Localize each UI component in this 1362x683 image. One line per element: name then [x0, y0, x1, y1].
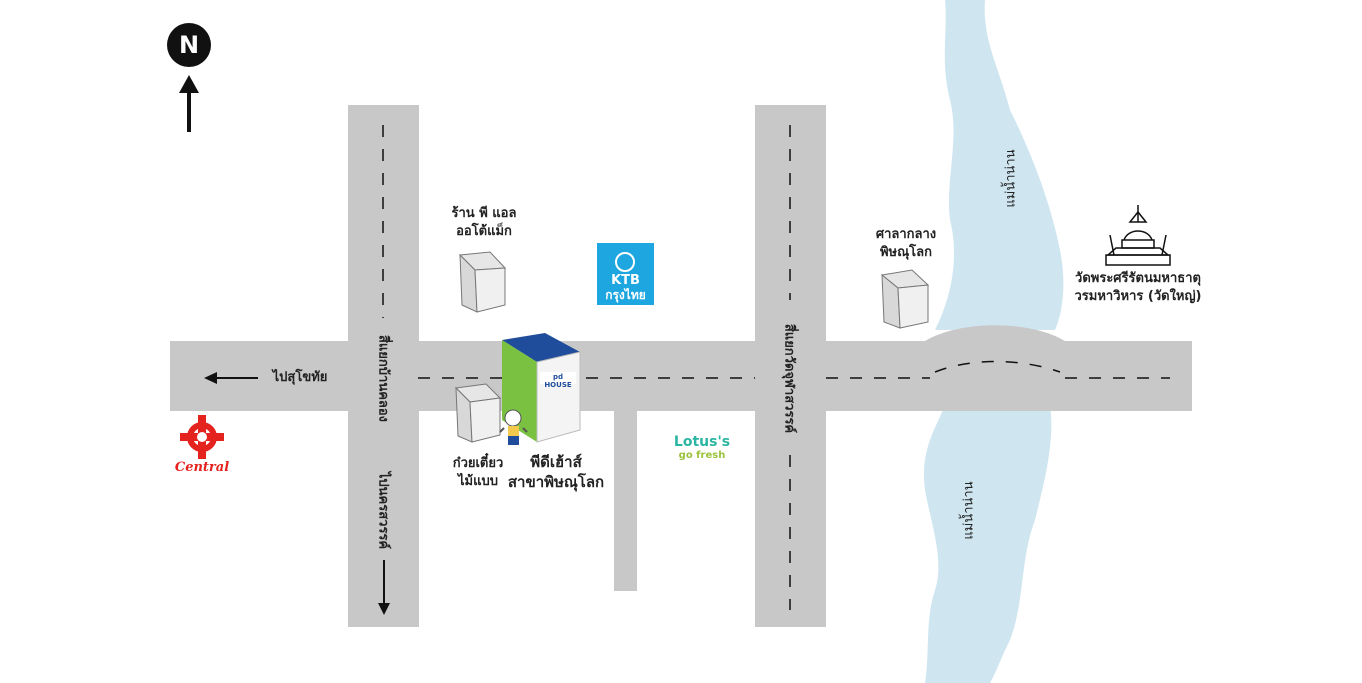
- city-hall-label: ศาลากลาง พิษณุโลก: [875, 227, 937, 260]
- down-arrow-icon: [378, 560, 390, 615]
- pdhouse-building: [502, 333, 581, 443]
- left-arrow-icon: [204, 372, 258, 384]
- pl-shop-label: ร้าน พี แอล ออโต้แม็ก: [451, 206, 517, 239]
- ktb-logo: [597, 243, 654, 305]
- ktb-logo-text: KTB กรุงไทย: [605, 273, 646, 302]
- left-road-label: สี่แยกบ้านคลอง: [375, 334, 391, 423]
- building-icon: [454, 383, 502, 443]
- river-north: [935, 0, 1064, 330]
- central-logo-text: Central: [174, 460, 230, 475]
- lotus-logo: Lotus's go fresh: [673, 434, 731, 461]
- central-logo: [180, 415, 224, 459]
- bridge: [925, 325, 1065, 411]
- temple-label: วัดพระศรีรัตนมหาธาตุ วรมหาวิหาร (วัดใหญ่…: [1074, 271, 1202, 304]
- left-road-down-label: ไปนครสวรรค์: [375, 471, 391, 550]
- pdhouse-sign: pd HOUSE: [544, 373, 572, 389]
- right-road: [755, 105, 826, 627]
- noodle-label: ก๋วยเตี๋ยว ไม้แบบ: [452, 456, 504, 489]
- building-icon: [880, 269, 930, 329]
- mascot-icon: [499, 409, 528, 445]
- building-icon: [458, 251, 507, 313]
- left-road: [348, 105, 419, 627]
- right-road-label: สี่แยกวัดจุฬาสวรรค์: [781, 323, 797, 434]
- north-label: N: [178, 31, 200, 59]
- river-south: [924, 405, 1052, 683]
- river-north-label: แม่น้ำน่าน: [1003, 149, 1019, 208]
- north-arrow-icon: [167, 23, 211, 132]
- to-sukhothai-label: ไปสุโขทัย: [272, 370, 328, 385]
- pdhouse-label: พีดีเฮ้าส์ สาขาพิษณุโลก: [507, 453, 605, 491]
- side-road: [614, 411, 637, 591]
- temple-icon: [1105, 205, 1171, 266]
- river-south-label: แม่น้ำน่าน: [961, 481, 977, 540]
